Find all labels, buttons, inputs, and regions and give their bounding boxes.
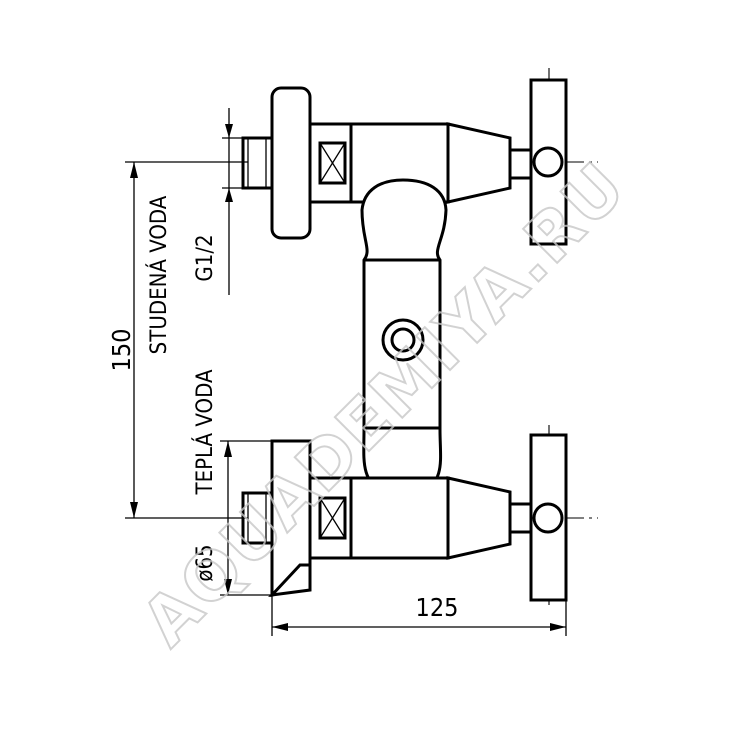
dimension-width: 125 [271,593,567,636]
dimension-width-label: 125 [416,593,459,622]
dimension-height: 150 [107,161,248,519]
dimension-thread-label: G1/2 [193,234,218,281]
lower-valve-body [308,476,534,560]
cold-water-label: STUDENÁ VODA [146,195,172,354]
upper-wall-rosette [241,86,312,240]
dimension-diameter-label: ø65 [193,544,218,581]
upper-cross-handle [529,78,568,246]
dimension-height-label: 150 [107,329,136,372]
dimension-diameter: ø65 [193,440,272,596]
hot-water-label: TEPLÁ VODA [192,369,218,495]
dimension-thread: G1/2 [193,108,243,295]
lower-cross-handle [529,433,568,602]
